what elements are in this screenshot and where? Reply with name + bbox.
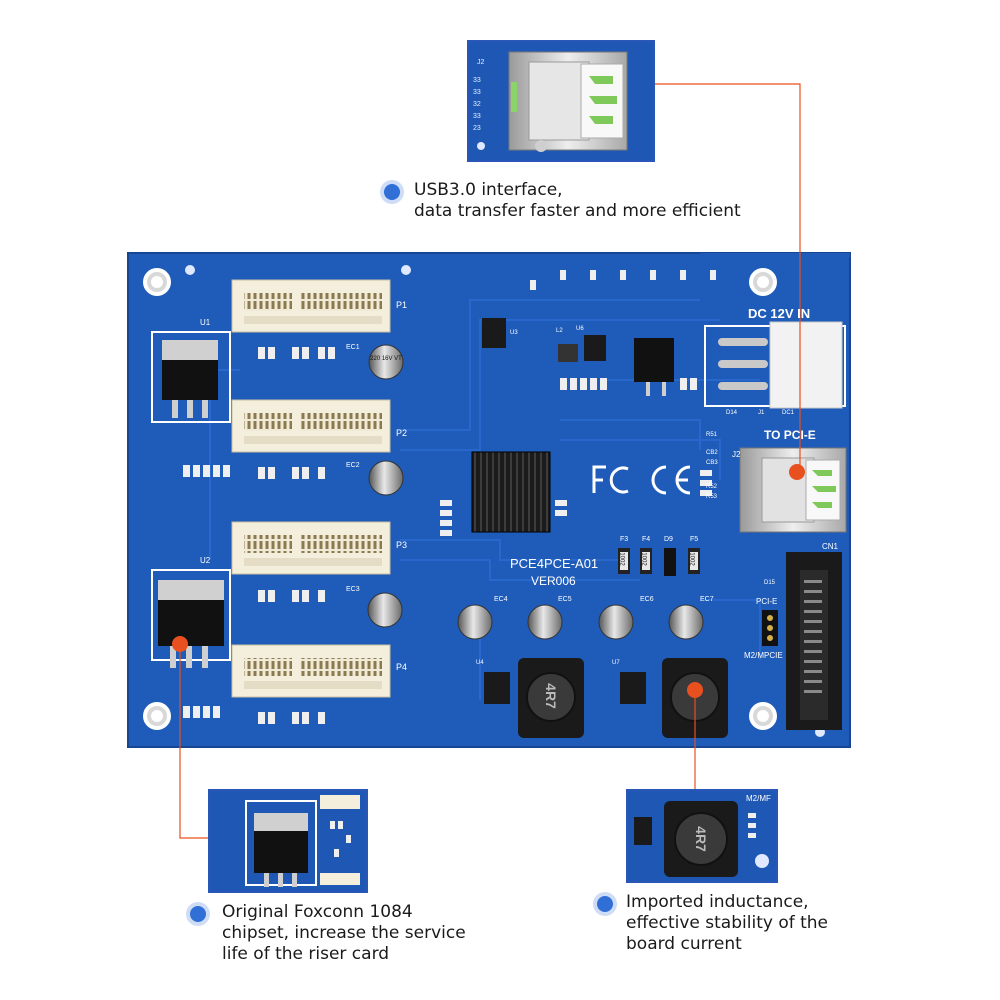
usb-inset: J2 33 33 32 33 23 (467, 40, 655, 162)
cap-label-ec4: EC4 (494, 596, 508, 603)
slot-label-p3: P3 (396, 540, 408, 550)
ic-u7 (620, 672, 646, 704)
pcie-slot-2 (231, 399, 391, 453)
slot-label-p1: P1 (396, 300, 408, 310)
inset-inductor-label: M2/MF (746, 794, 771, 803)
slot-label-p4: P4 (396, 662, 408, 672)
fuses (618, 548, 700, 576)
inductance-callout: Imported inductance, effective stability… (626, 892, 828, 955)
inductor-inset: M2/MF 4R7 (626, 789, 778, 883)
inductance-bullet-icon (597, 896, 613, 912)
switch-bottom-label: M2/MPCIE (744, 651, 783, 660)
svg-text:J2: J2 (477, 59, 485, 66)
label-u4: U4 (476, 660, 484, 666)
inductance-callout-line1: Imported inductance, (626, 892, 809, 912)
usb-bullet-icon (384, 184, 400, 200)
pcie-slot-4 (231, 644, 391, 698)
slot-label-p2: P2 (396, 428, 408, 438)
fc-ce-logo (592, 465, 691, 495)
chipset-callout-line2: chipset, increase the service (222, 923, 466, 943)
regulator-label-u2: U2 (200, 556, 211, 565)
label-u7: U7 (612, 660, 620, 666)
usb-callout-line1: USB3.0 interface, (414, 180, 563, 200)
capacitors-ec (367, 344, 704, 640)
cap-label-ec1: EC1 (346, 344, 360, 351)
ic-u3 (482, 318, 506, 348)
label-cb3: CB3 (706, 460, 718, 466)
fuse-value-3: 1002 (688, 552, 695, 566)
mosfet (634, 338, 674, 382)
svg-text:33: 33 (473, 113, 481, 120)
switch-top-label: PCI-E (756, 597, 778, 606)
cap-label-ec2: EC2 (346, 462, 360, 469)
usb-callout-line2: data transfer faster and more efficient (414, 201, 741, 221)
usb-inset-graphic: J2 33 33 32 33 23 (469, 42, 653, 160)
pcie-slot-3 (231, 521, 391, 575)
connector-label: CN1 (822, 542, 839, 551)
label-r53: R53 (706, 494, 718, 500)
sata-connector (786, 552, 842, 730)
cap-label-ec7: EC7 (700, 596, 714, 603)
power-label: DC 12V IN (748, 306, 811, 321)
label-cb2: CB2 (706, 450, 718, 456)
svg-text:23: 23 (473, 125, 481, 132)
fuse-label-d9: D9 (664, 536, 673, 543)
chipset-callout-line3: life of the riser card (222, 944, 390, 964)
label-dc1: DC1 (782, 410, 795, 416)
chipset-callout: Original Foxconn 1084 chipset, increase … (222, 902, 466, 965)
cap-label-ec6: EC6 (640, 596, 654, 603)
label-r52: R52 (706, 484, 718, 490)
label-u3: U3 (510, 330, 518, 336)
regulator-label-u1: U1 (200, 318, 211, 327)
capacitor-marking: 220 16V VT (370, 356, 402, 362)
fuse-label-f3: F3 (620, 536, 629, 543)
inductance-callout-line2: effective stability of the (626, 913, 829, 933)
ic-u6 (584, 335, 606, 361)
usb-port (739, 447, 847, 533)
ic-u4 (484, 672, 510, 704)
fuse-value-2: 1002 (640, 552, 647, 566)
label-r51: R51 (706, 432, 718, 438)
usb-callout: USB3.0 interface, data transfer faster a… (414, 180, 741, 222)
cap-label-ec5: EC5 (558, 596, 572, 603)
board-model: PCE4PCE-A01 (510, 556, 599, 571)
inductor-inset-graphic (628, 791, 776, 881)
svg-text:33: 33 (473, 77, 481, 84)
chipset-bullet-icon (190, 906, 206, 922)
power-connector (704, 321, 846, 409)
cap-label-ec3: EC3 (346, 586, 360, 593)
svg-text:33: 33 (473, 89, 481, 96)
pcie-slot-1 (231, 279, 391, 333)
inductors (518, 658, 728, 738)
label-d14: D14 (726, 410, 738, 416)
chipset-inset-graphic (210, 791, 366, 891)
inset-inductor-marking: 4R7 (692, 826, 709, 852)
regulator-u2 (151, 569, 231, 668)
heatsink (471, 451, 551, 533)
label-l2: L2 (556, 328, 563, 334)
fuse-label-f5: F5 (690, 536, 699, 543)
pcie-label: TO PCI-E (764, 428, 816, 442)
fuse-label-f4: F4 (642, 536, 651, 543)
mounting-holes (143, 265, 825, 737)
label-u6: U6 (576, 326, 584, 332)
label-j1: J1 (758, 410, 765, 416)
board-version: VER006 (531, 574, 576, 588)
fuse-value-1: 1002 (618, 552, 625, 566)
regulator-u1 (151, 331, 231, 423)
smd-components (183, 270, 716, 724)
chipset-callout-line1: Original Foxconn 1084 (222, 902, 413, 922)
callout-lines (179, 83, 801, 839)
inductance-callout-line3: board current (626, 934, 742, 954)
inductor-marking: 4R7 (542, 683, 559, 709)
svg-text:32: 32 (473, 101, 481, 108)
chipset-inset (208, 789, 368, 893)
label-d15: D15 (764, 580, 776, 586)
usb-board-label: J2 (732, 450, 741, 459)
inductor-l2 (558, 344, 578, 362)
